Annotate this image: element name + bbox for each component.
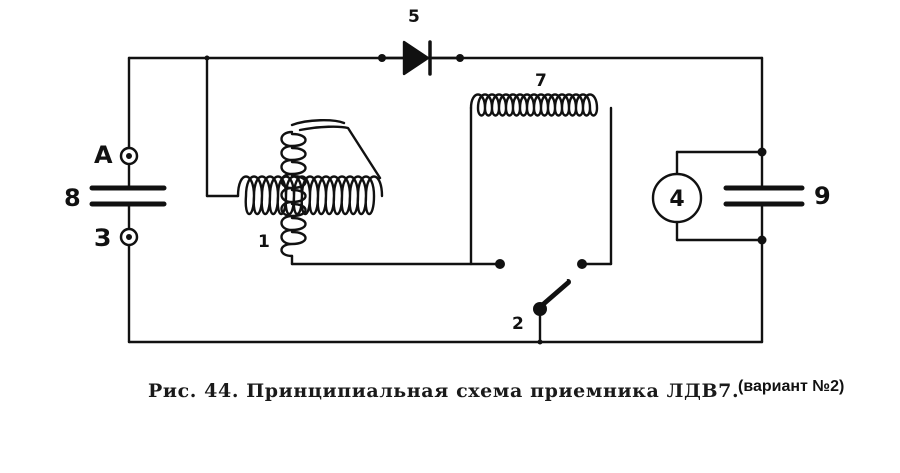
coil-1-horizontal-winding	[236, 175, 384, 216]
coil-1-feed-wire	[205, 56, 240, 198]
junction-dot	[537, 339, 543, 345]
coil-7-label: 7	[535, 71, 547, 91]
junction-dot	[757, 235, 767, 245]
junction-dot	[204, 55, 210, 61]
switch-pivot	[533, 302, 547, 316]
terminal-Z-jack	[119, 227, 139, 247]
junction-dot	[456, 54, 464, 62]
terminal-A-jack	[119, 146, 139, 166]
diode-5	[380, 40, 462, 76]
junction-dot	[378, 54, 386, 62]
junction-dot	[757, 147, 767, 157]
coil-7	[469, 93, 613, 266]
capacitor-8-label: 8	[64, 184, 81, 212]
capacitor-9-label: 9	[814, 182, 831, 210]
terminal-Z-label: З	[94, 224, 112, 252]
caption-variant-note: (вариант №2)	[738, 378, 845, 395]
meter-4-label: 4	[669, 187, 684, 212]
terminal-A-label: А	[94, 141, 113, 169]
coil-1-label: 1	[258, 232, 270, 252]
figure-caption: Рис. 44. Принципиальная схема приемника …	[148, 380, 740, 402]
switch-contact-left	[495, 259, 505, 269]
coil-1-vertical-winding	[280, 119, 502, 266]
capacitor-9	[723, 150, 805, 242]
switch-2-label: 2	[512, 314, 524, 334]
switch-contact-right	[577, 259, 587, 269]
diode-5-label: 5	[408, 7, 420, 27]
meter-4	[651, 150, 764, 242]
